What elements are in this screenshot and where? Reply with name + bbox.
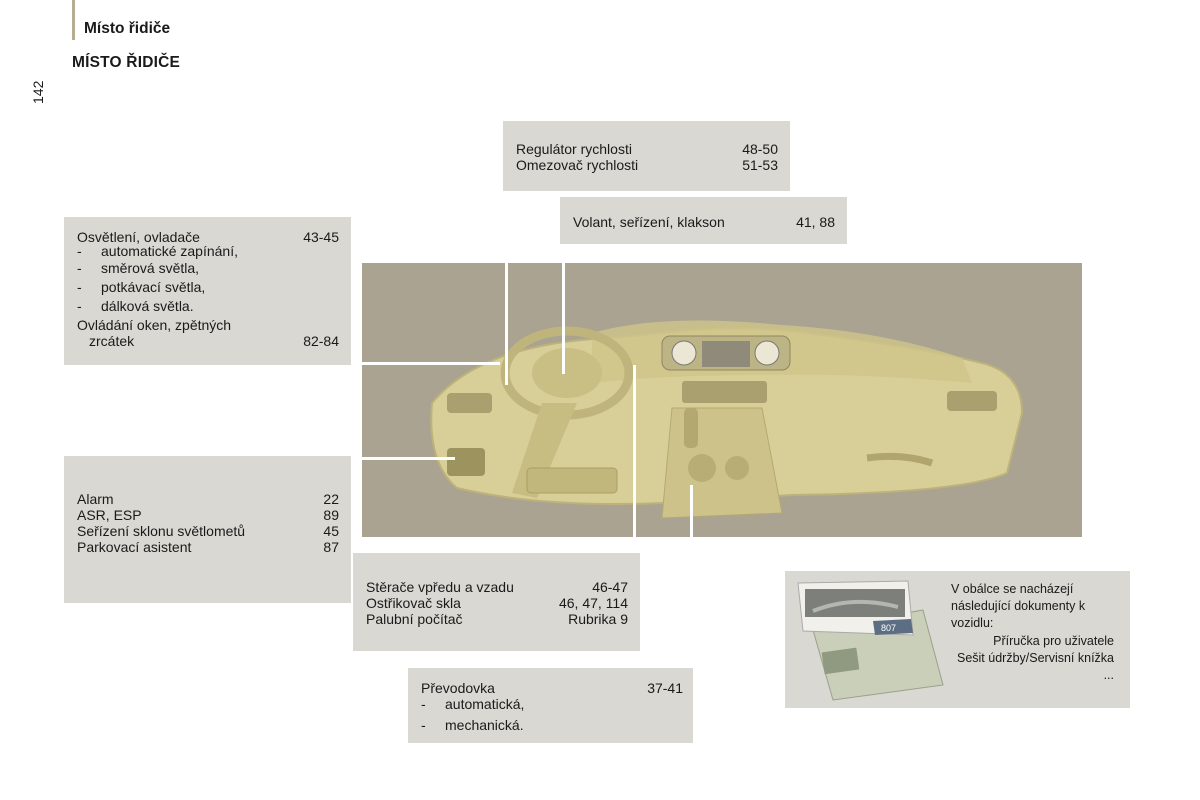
section-title: Místo řidiče <box>84 20 171 37</box>
page-number: 142 <box>30 80 46 104</box>
callout-steering: Volant, seřízení, klakson 41, 88 <box>560 197 847 244</box>
document-item: Sešit údržby/Servisní knížka <box>956 651 1114 665</box>
dashboard-drawing <box>362 263 1082 537</box>
lighting-item: -dálková světla. <box>77 298 194 314</box>
gearbox-item: -automatická, <box>421 696 525 712</box>
leader-steering <box>562 244 565 374</box>
documents-panel: 807 V obálce se nacházejí následující do… <box>785 571 1130 708</box>
document-booklets-image: 807 <box>797 580 944 701</box>
windows-ref: 82-84 <box>303 333 339 349</box>
gearbox-item: -mechanická. <box>421 717 524 733</box>
callout-cruise-control: Regulátor rychlosti 48-50 Omezovač rychl… <box>503 121 790 191</box>
lighting-item: -potkávací světla, <box>77 279 206 295</box>
dashboard-illustration <box>362 263 1082 537</box>
windows-label: Ovládání oken, zpětných <box>77 317 232 333</box>
windows-row: zrcátek 82-84 <box>77 334 339 349</box>
lighting-row: Osvětlení, ovladače 43-45 <box>77 230 339 244</box>
speed-limiter-ref: 51-53 <box>742 157 778 173</box>
speed-limiter-row: Omezovač rychlosti 51-53 <box>516 157 778 173</box>
header-accent-bar <box>72 0 75 40</box>
leader-gearbox <box>690 485 693 670</box>
cruise-row: Regulátor rychlosti 48-50 <box>516 141 778 157</box>
windows-label-cont: zrcátek <box>89 333 135 349</box>
lighting-label: Osvětlení, ovladače <box>77 229 200 245</box>
documents-intro: V obálce se nacházejí následující dokume… <box>951 582 1086 630</box>
leader-wipers-v <box>633 365 636 555</box>
page-heading: MÍSTO ŘIDIČE <box>72 54 181 71</box>
steering-row: Volant, seřízení, klakson 41, 88 <box>573 214 835 230</box>
lighting-item: -směrová světla, <box>77 260 200 276</box>
document-item: ... <box>1103 668 1114 682</box>
callout-lighting: Osvětlení, ovladače 43-45 -automatické z… <box>64 217 351 365</box>
leader-alarm <box>350 457 455 460</box>
booklet-model-label: 807 <box>881 623 896 633</box>
steering-ref: 41, 88 <box>796 214 835 230</box>
lighting-ref: 43-45 <box>303 229 339 245</box>
cruise-label: Regulátor rychlosti <box>516 141 632 157</box>
steering-label: Volant, seřízení, klakson <box>573 214 725 230</box>
speed-limiter-label: Omezovač rychlosti <box>516 157 639 173</box>
documents-list: Příručka pro uživatele Sešit údržby/Serv… <box>957 633 1114 684</box>
document-item: Příručka pro uživatele <box>993 634 1114 648</box>
lighting-item: -automatické zapínání, <box>77 243 238 259</box>
leader-lighting <box>350 362 500 365</box>
leader-cruise <box>505 190 508 385</box>
cruise-ref: 48-50 <box>742 141 778 157</box>
